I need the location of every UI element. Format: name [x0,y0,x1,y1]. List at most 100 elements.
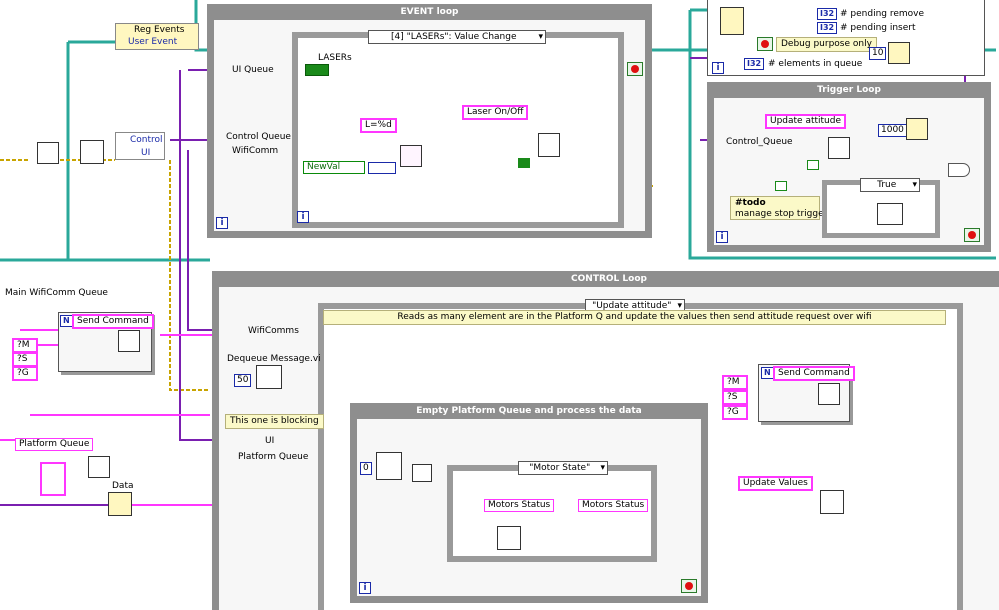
true-case-label: True [877,180,897,190]
control-case-dropdown-icon[interactable]: ▾ [677,301,682,311]
control-case-label: "Update attitude" [592,301,672,311]
bool-to-number-node[interactable] [368,162,396,174]
motors-status-1: Motors Status [484,499,555,512]
lasers-label: LASERs [318,53,352,63]
lasers-indicator [305,64,329,76]
pending-remove-label: # pending remove [840,9,925,19]
trigger-wait-constant: 1000 [878,124,907,137]
laser-format-string: L=%d [360,118,397,133]
empty-queue-stop-icon[interactable] [681,579,697,593]
motor-state-selector[interactable]: "Motor State" ▾ [518,461,608,475]
main-enqueue-node[interactable] [118,330,140,352]
i32-insert: I32 [817,22,838,34]
debug-case-node[interactable] [720,7,744,35]
ui-queue-label: UI Queue [232,65,274,75]
main-m-string: ?M [12,338,38,353]
control-g-string: ?G [722,405,748,420]
motor-state-label: "Motor State" [529,463,591,473]
reg-events-node[interactable]: Reg Events User Event [115,23,199,50]
update-attitude-string: Update attitude [765,114,847,129]
motors-status-2: Motors Status [578,499,649,512]
event-loop-title: EVENT loop [400,7,459,17]
trigger-false-constant-2 [775,181,787,191]
trigger-false-constant-1 [807,160,819,170]
true-case-selector[interactable]: True ▾ [860,178,920,192]
obtain-queue-icon[interactable] [37,142,59,164]
motor-state-case [447,465,657,562]
pending-insert-label: # pending insert [840,23,916,33]
true-constant-event [518,158,530,168]
empty-queue-loop-title: Empty Platform Queue and process the dat… [416,406,642,416]
variant-to-data-node[interactable] [497,526,521,550]
wait-ten-constant: 10 [869,47,887,60]
i32-elements: I32 [744,58,765,70]
true-case-dropdown-icon[interactable]: ▾ [912,180,917,190]
main-wificomm-queue-label: Main WifiComm Queue [5,288,108,298]
empty-queue-zero: 0 [360,462,372,475]
update-values-enqueue-node[interactable] [820,490,844,514]
obtain-platform-queue-icon[interactable] [88,456,110,478]
control-send-n-icon: N [761,367,774,379]
event-case-selector[interactable]: [4] "LASERs": Value Change ▾ [368,30,546,44]
enqueue-node-event[interactable] [538,133,560,157]
generate-event-icon[interactable] [877,203,903,225]
trigger-loop-title: Trigger Loop [817,85,881,95]
event-loop-stop-icon[interactable] [627,62,643,76]
create-event-icon[interactable] [80,140,104,164]
laser-onoff-string: Laser On/Off [462,105,529,120]
reg-events-label: Reg Events [134,25,185,35]
control-loop-title: CONTROL Loop [571,274,647,284]
control-platform-queue-label: Platform Queue [238,452,309,462]
or-gate[interactable] [948,163,970,177]
dequeue-message-label: Dequeue Message.vi [227,354,321,364]
event-loop-iteration-icon: i [216,217,228,229]
debug-stop-icon[interactable] [757,37,773,51]
update-values-string: Update Values [738,476,813,491]
event-structure-info-icon: i [297,211,309,223]
control-comment: Reads as many element are in the Platfor… [323,310,946,325]
todo-note: #todo manage stop trigger [730,196,828,220]
empty-preview-node[interactable] [412,464,432,482]
todo-line2: manage stop trigger [735,209,828,219]
event-case-label: [4] "LASERs": Value Change [390,32,517,42]
data-label: Data [112,481,134,491]
dequeue-node[interactable] [256,365,282,389]
empty-queue-info-icon: i [359,582,371,594]
trigger-enqueue-node[interactable] [828,137,850,159]
control-ui-label: UI [265,436,275,446]
control-label: Control [130,135,163,145]
wait-ms-icon[interactable] [888,42,910,64]
user-event-label: User Event [128,37,178,47]
motor-state-dropdown-icon[interactable]: ▾ [600,463,605,473]
control-enqueue-node[interactable] [818,383,840,405]
main-send-command-label: Send Command [72,314,154,329]
wificomms-label: WifiComms [248,326,299,336]
control-queue-label: Control Queue [226,132,291,142]
format-into-string-node[interactable] [400,145,422,167]
control-send-command-label: Send Command [773,366,855,381]
debug-note: Debug purpose only [776,37,877,52]
main-s-string: ?S [12,352,38,367]
ui-label: UI [141,148,151,158]
left-platform-queue-label: Platform Queue [15,438,94,451]
main-send-n-icon: N [60,315,73,327]
wificomm-label: WifiComm [232,146,279,156]
case-dropdown-icon[interactable]: ▾ [538,32,543,42]
trigger-loop-stop-icon[interactable] [964,228,980,242]
control-m-string: ?M [722,375,748,390]
control-s-string: ?S [722,390,748,405]
trigger-control-queue-label: Control_Queue [726,137,793,147]
debug-info-icon: i [712,62,724,74]
platform-queue-control[interactable] [40,462,66,496]
trigger-loop-info-icon: i [716,231,728,243]
control-ui-cluster[interactable]: Control UI [115,132,165,160]
main-g-string: ?G [12,366,38,381]
trigger-wait-icon[interactable] [906,118,928,140]
newval-terminal: NewVal [303,161,365,174]
empty-dequeue-node[interactable] [376,452,402,480]
todo-line1: #todo [735,198,766,208]
data-event-node[interactable] [108,492,132,516]
timeout-constant: 50 [234,374,252,387]
elements-in-queue-label: # elements in queue [768,59,863,69]
